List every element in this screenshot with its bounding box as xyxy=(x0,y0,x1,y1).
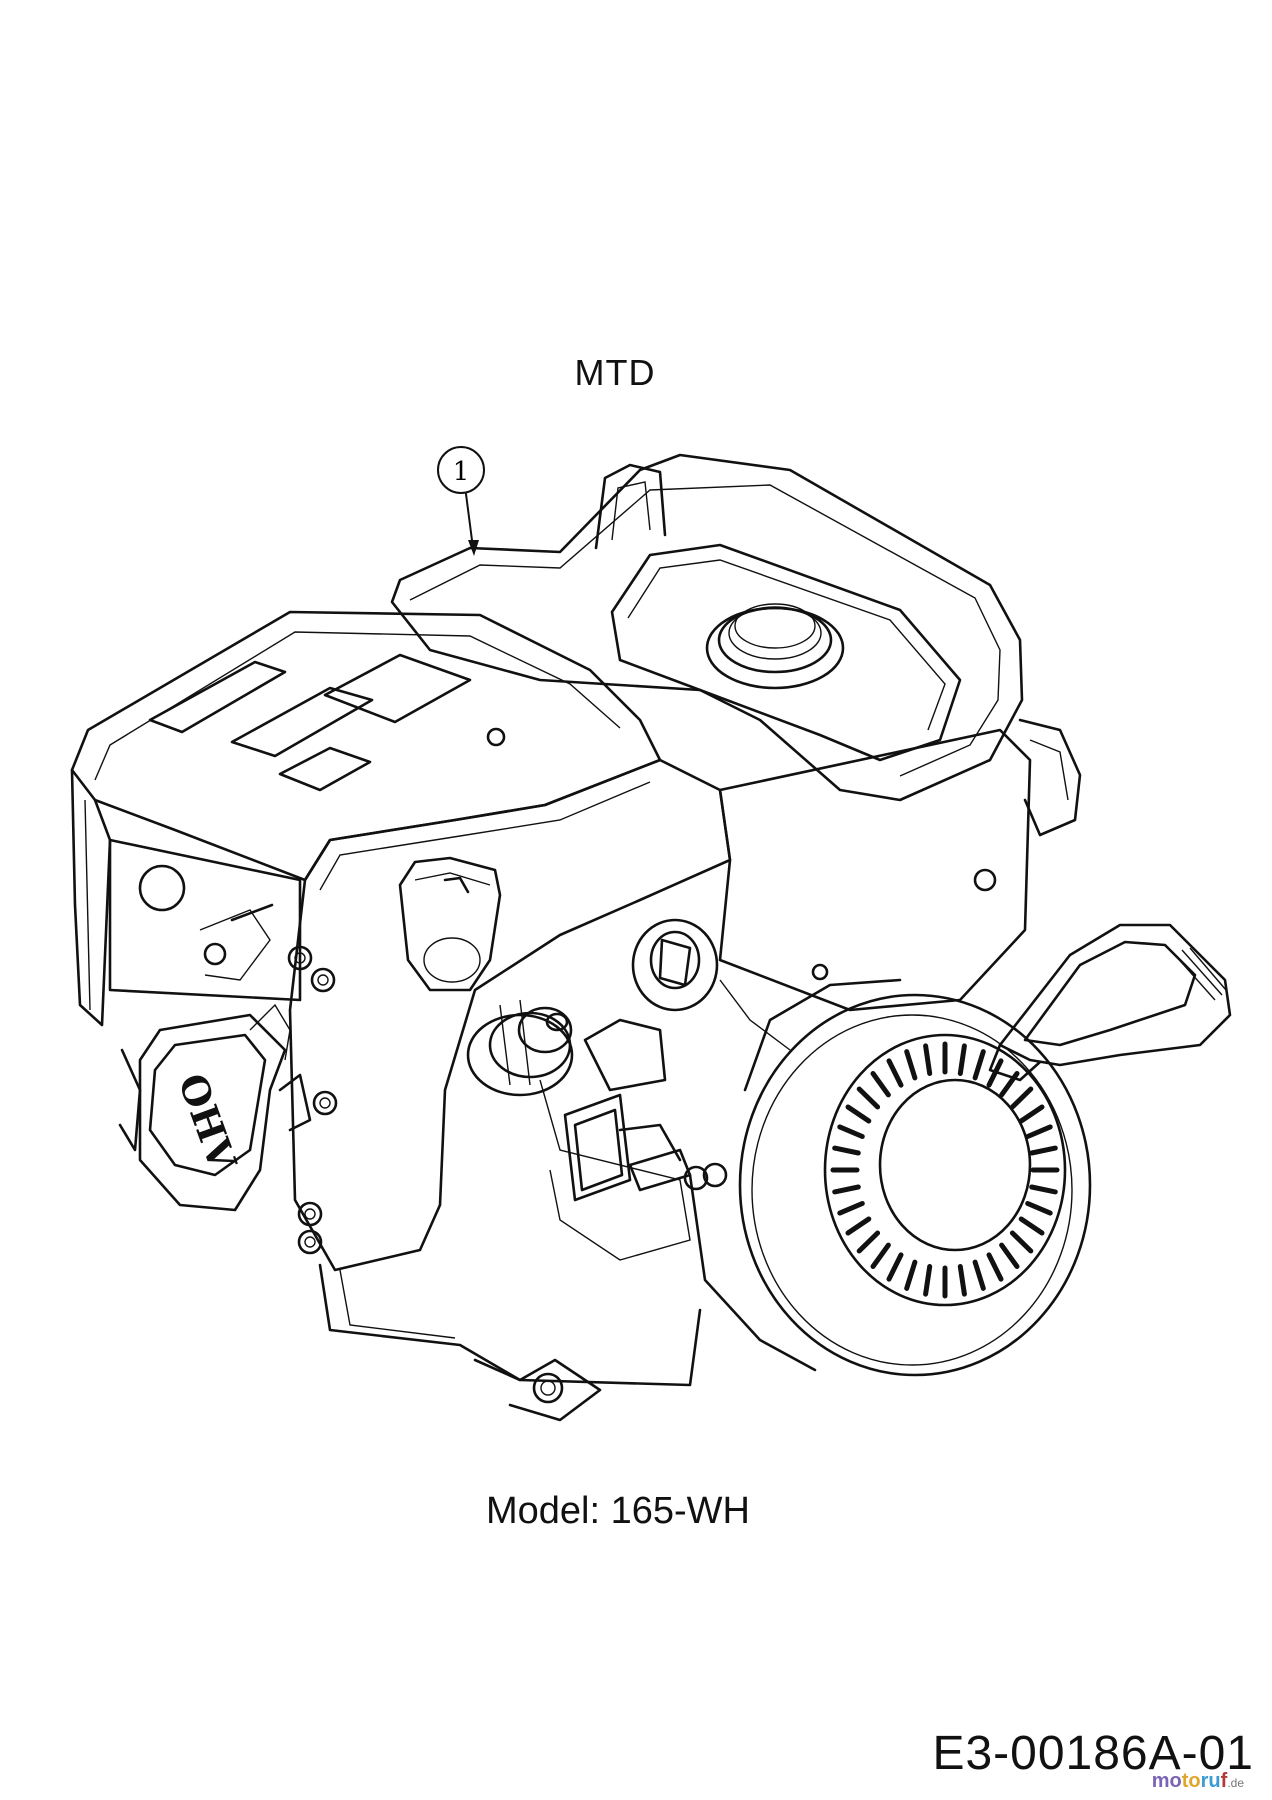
watermark-part: mo xyxy=(1151,1770,1182,1792)
watermark-logo: motoruf.de xyxy=(1152,1770,1244,1793)
drawing-id: E3-00186A-01 xyxy=(932,1727,1254,1780)
starter-vent-slot xyxy=(832,1145,861,1156)
watermark-part: to xyxy=(1181,1770,1201,1792)
starter-vent-slot xyxy=(886,1058,904,1088)
starter-vent-slot xyxy=(832,1184,861,1195)
starter-vent-slot xyxy=(923,1264,933,1297)
starter-vent-slot xyxy=(957,1264,967,1297)
callout-1[interactable]: 1 xyxy=(437,446,485,556)
starter-vent-slot xyxy=(1025,1201,1053,1216)
fuel-cap xyxy=(705,603,845,690)
watermark-part: f xyxy=(1220,1770,1228,1792)
muffler-guard: OHV xyxy=(118,1003,291,1212)
starter-vent-slot xyxy=(870,1242,891,1269)
primer-bulb xyxy=(466,999,574,1097)
starter-vent-slot xyxy=(957,1043,967,1076)
starter-vent-slot xyxy=(837,1124,865,1139)
starter-vent-slot xyxy=(845,1104,872,1124)
starter-vent-slot xyxy=(923,1043,933,1076)
starter-vent-slot xyxy=(1009,1230,1034,1254)
model-label: Model: 165-WH xyxy=(486,1490,750,1532)
choke-switch xyxy=(631,918,791,1051)
engine-shroud xyxy=(70,610,662,1027)
oil-fill-cap xyxy=(398,856,502,992)
side-fitting xyxy=(1018,718,1082,837)
starter-vent-slot xyxy=(1009,1086,1034,1110)
starter-vent-slot xyxy=(986,1252,1004,1282)
starter-vent-slot xyxy=(972,1259,986,1291)
starter-vent-slot xyxy=(845,1216,872,1236)
callout-number: 1 xyxy=(453,457,470,487)
starter-vent-slot xyxy=(870,1071,891,1098)
ohv-marking: OHV xyxy=(170,1068,246,1177)
starter-vent-slot xyxy=(904,1049,918,1081)
starter-vent-slot xyxy=(1029,1184,1058,1195)
starter-vent-slot xyxy=(1025,1124,1053,1139)
fuel-tank xyxy=(390,453,1024,802)
starter-vent-slot xyxy=(886,1252,904,1282)
brand-label: MTD xyxy=(574,352,656,393)
starter-vent-slot xyxy=(856,1230,881,1254)
watermark-part: ru xyxy=(1200,1770,1221,1792)
watermark-domain: .de xyxy=(1227,1776,1244,1790)
crankcase xyxy=(288,728,1032,1422)
starter-vent-slot xyxy=(1018,1216,1045,1236)
starter-vent-slot xyxy=(904,1259,918,1291)
starter-vent-slot xyxy=(1018,1104,1045,1124)
starter-vent-slot xyxy=(837,1201,865,1216)
starter-vent-slot xyxy=(856,1086,881,1110)
cylinder-head xyxy=(108,838,338,1255)
starter-handle[interactable] xyxy=(988,923,1232,1082)
recoil-starter xyxy=(683,978,1092,1377)
starter-vent-slot xyxy=(972,1049,986,1081)
starter-vent-slot xyxy=(999,1242,1020,1269)
air-intake xyxy=(563,1093,692,1202)
starter-vent-slot xyxy=(1029,1145,1058,1156)
